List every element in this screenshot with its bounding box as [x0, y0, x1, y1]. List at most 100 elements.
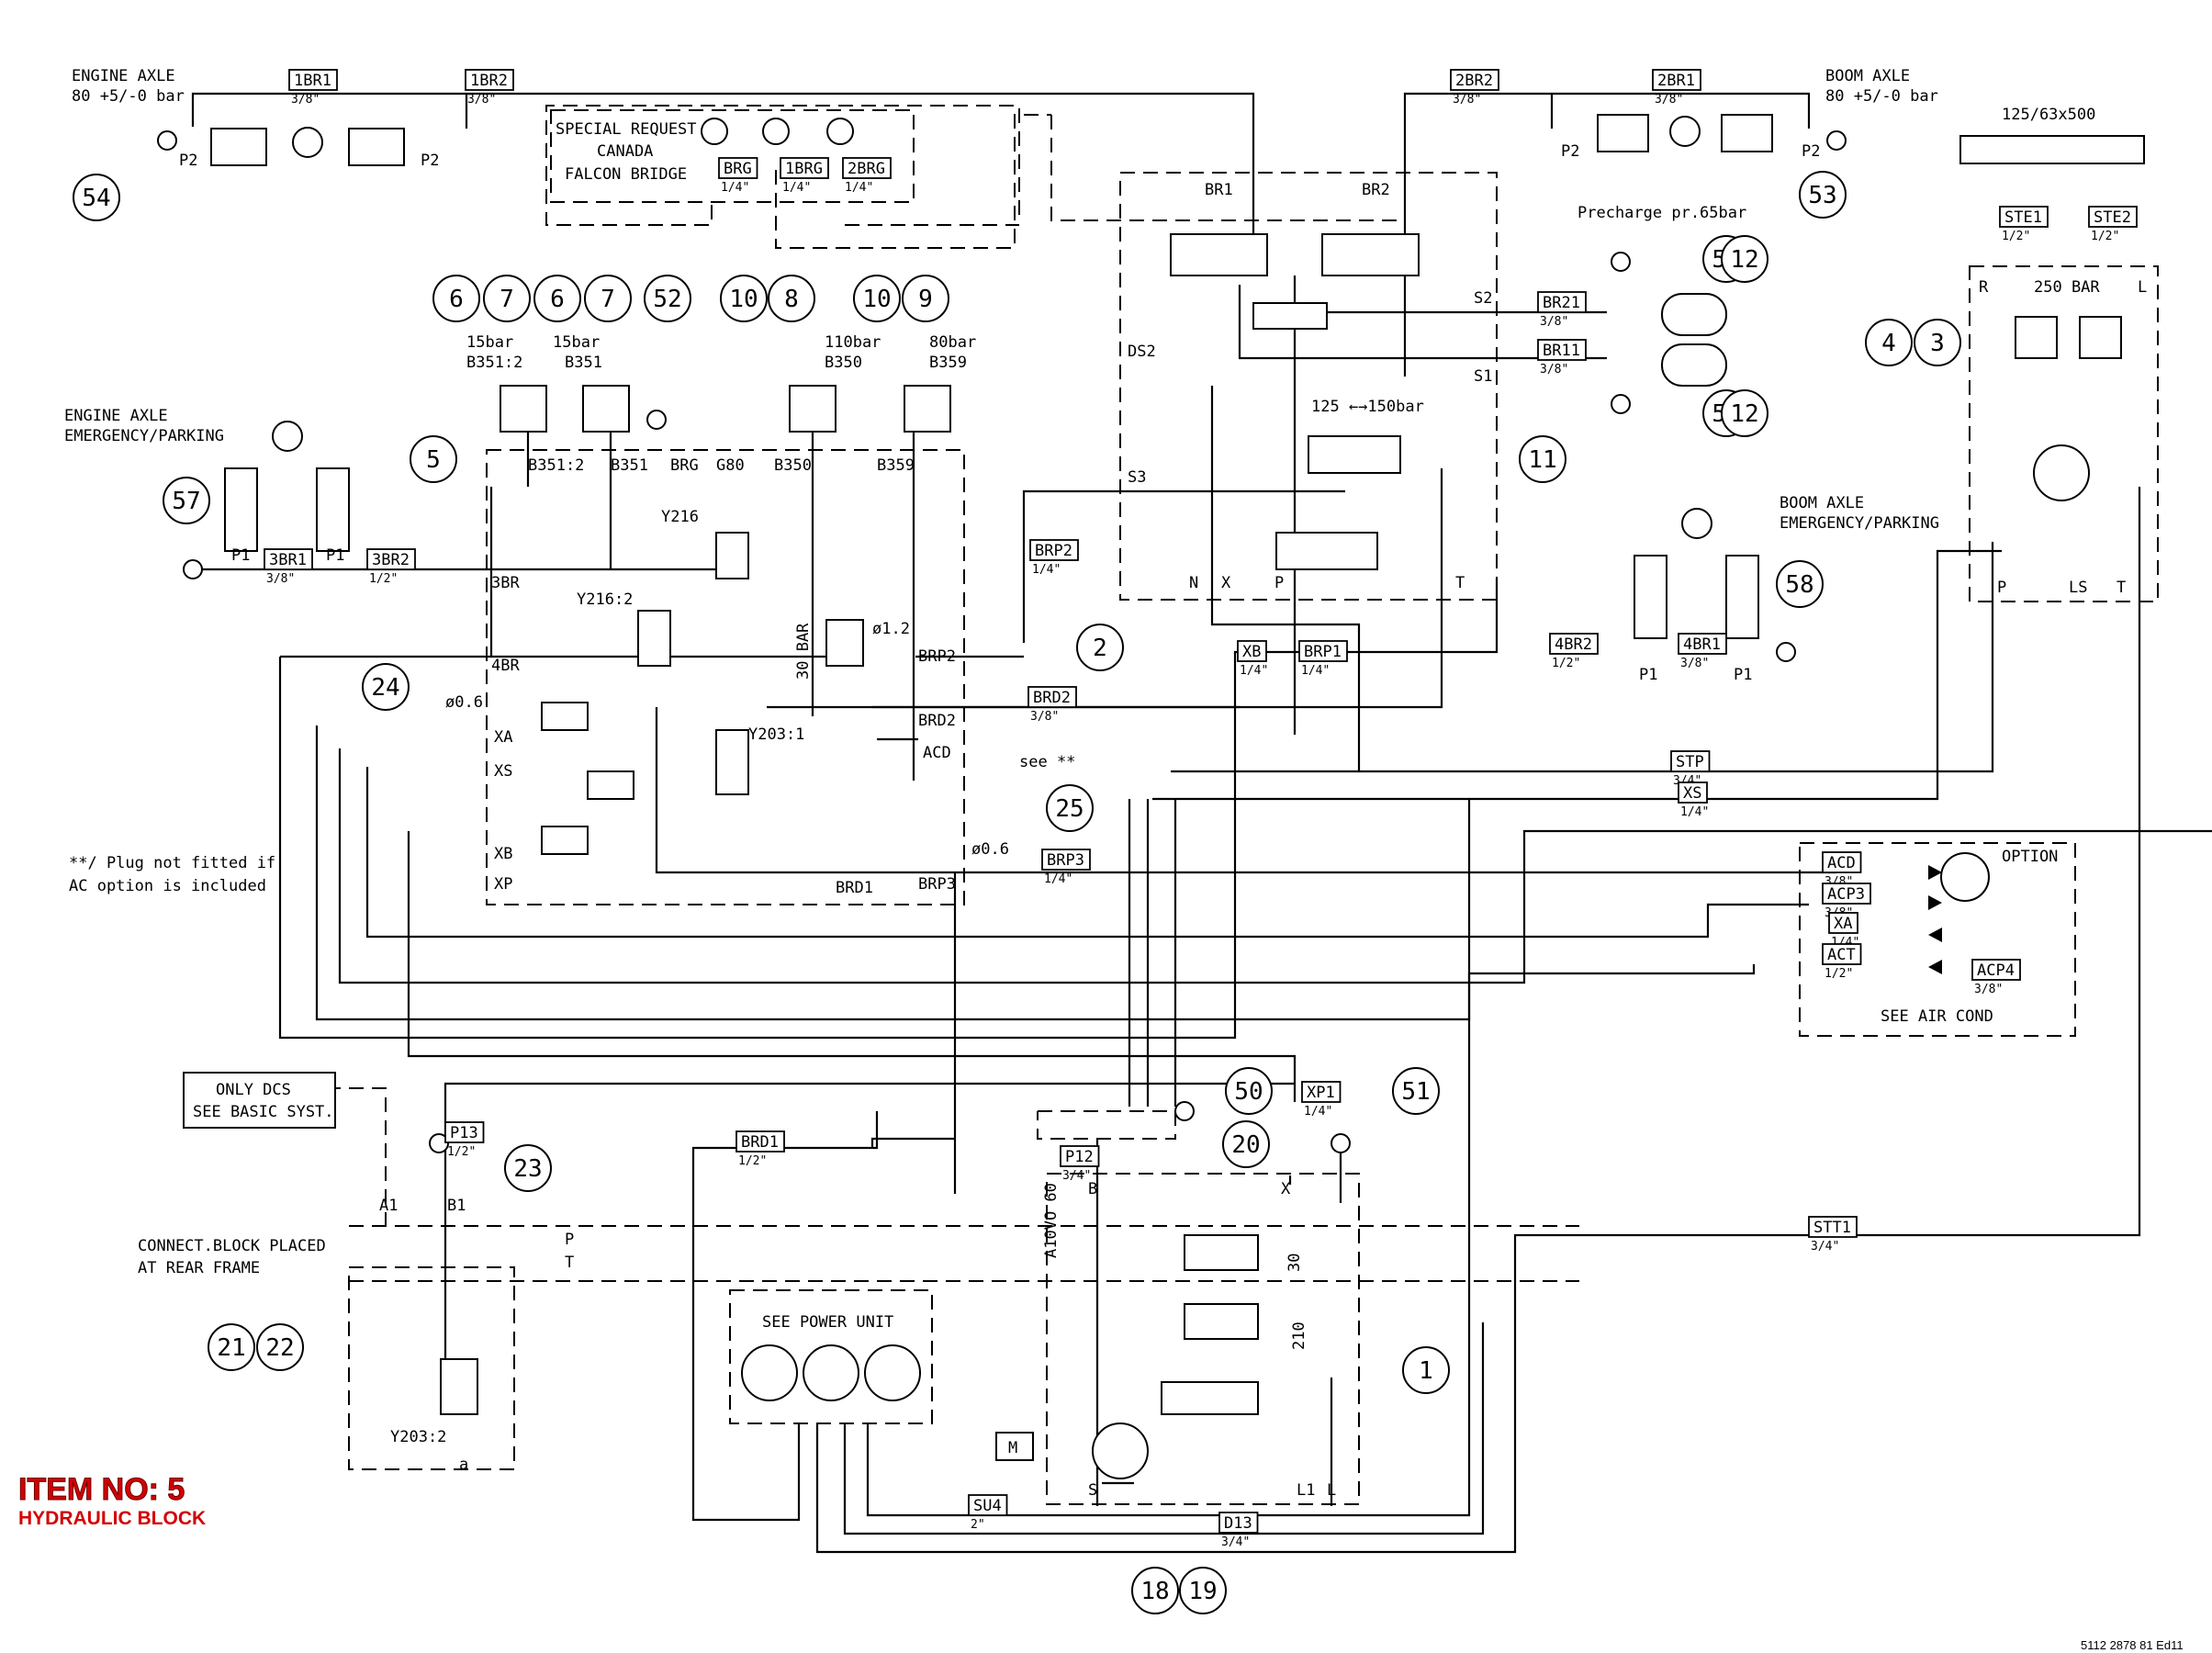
label-y216: Y216	[661, 508, 699, 526]
line-tag-size: 1/2"	[738, 1154, 767, 1168]
line-tags: 1BR13/8"1BR23/8"2BR23/8"2BR13/8"BRG1/4"1…	[264, 69, 2138, 1549]
connect-block-line2: AT REAR FRAME	[138, 1259, 260, 1277]
callout-number: 2	[1093, 635, 1107, 662]
port-brd2: BRD2	[918, 712, 956, 730]
callout-bubble: 52	[644, 275, 691, 322]
line-tag-id: BRP2	[1035, 542, 1072, 560]
only-dcs-line1: ONLY DCS	[216, 1081, 291, 1099]
line-tag-id: 1BRG	[785, 160, 823, 178]
callout-bubble: 12	[1721, 235, 1768, 283]
dashed-boundaries	[326, 105, 2159, 1505]
port-b1: B1	[447, 1197, 466, 1215]
cylinder-size: 125/63x500	[2002, 106, 2095, 124]
callout-bubble: 7	[483, 275, 531, 322]
callout-bubble: 58	[1776, 560, 1824, 608]
port-brd1: BRD1	[836, 879, 873, 897]
port-x: X	[1221, 574, 1231, 592]
line-tag-id: ACP4	[1977, 961, 2015, 980]
orifice-06-b: ø0.6	[971, 840, 1009, 859]
special-request-line2: CANADA	[597, 142, 653, 161]
callout-number: 21	[217, 1334, 245, 1362]
line-tag: D13 3/4"	[1218, 1512, 1259, 1549]
callout-bubble: 9	[902, 275, 949, 322]
line-tag-id: 2BR1	[1657, 72, 1695, 90]
line-tag-size: 2"	[971, 1518, 985, 1532]
special-request-line3: FALCON BRIDGE	[565, 165, 687, 184]
port-xs: XS	[494, 762, 512, 781]
line-tag-size: 1/4"	[782, 181, 811, 195]
callout-number: 52	[653, 286, 681, 313]
port-b350: B350	[774, 456, 812, 475]
only-dcs-line2: SEE BASIC SYST.	[193, 1103, 334, 1121]
orifice-12: ø1.2	[872, 620, 910, 638]
line-tag-size: 1/2"	[2091, 230, 2119, 243]
see-air-cond: SEE AIR COND	[1881, 1007, 1993, 1026]
line-tag-id: BRD2	[1033, 689, 1071, 707]
engine-emergency-line2: EMERGENCY/PARKING	[64, 427, 224, 445]
callout-bubble: 8	[768, 275, 815, 322]
line-tag-size: 3/4"	[1221, 1535, 1250, 1549]
port-p1-d: P1	[1734, 666, 1752, 684]
line-tag-size: 3/8"	[1655, 93, 1683, 107]
connect-block-line1: CONNECT.BLOCK PLACED	[138, 1237, 326, 1255]
plug-note-line2: AC option is included	[69, 877, 266, 895]
pump-model: A10VO 60	[1042, 1183, 1061, 1258]
line-tag-id: D13	[1224, 1514, 1252, 1533]
line-tag: XB1/4"	[1237, 640, 1268, 678]
port-b351-2-top: B351:2	[466, 354, 522, 372]
port-p2-d: P2	[1802, 142, 1820, 161]
line-tag-id: ACP3	[1827, 885, 1865, 904]
port-p1-c: P1	[1639, 666, 1657, 684]
port-l1: L1	[1297, 1481, 1315, 1500]
port-4br: 4BR	[491, 657, 520, 675]
port-p1-a: P1	[231, 546, 250, 565]
callout-number: 1	[1419, 1357, 1433, 1385]
line-tag-id: XB	[1242, 643, 1261, 661]
port-acd: ACD	[923, 744, 951, 762]
port-p2-b: P2	[421, 152, 439, 170]
line-tag-size: 1/2"	[447, 1145, 476, 1159]
port-b-pump: B	[1088, 1180, 1097, 1198]
callout-bubble: 1	[1402, 1346, 1450, 1394]
item-subtitle: HYDRAULIC BLOCK	[18, 1508, 207, 1529]
engine-axle-title: ENGINE AXLE	[72, 67, 175, 85]
line-tag-id: BRG	[724, 160, 752, 178]
orifice-06-a: ø0.6	[445, 693, 483, 712]
line-tag-id: XP1	[1307, 1084, 1335, 1102]
port-a: a	[459, 1456, 468, 1474]
callout-bubble: 21	[208, 1323, 255, 1371]
line-tag-id: 2BR2	[1455, 72, 1493, 90]
port-s1: S1	[1474, 367, 1492, 386]
port-p-connect: P	[565, 1231, 574, 1249]
callout-bubble: 4	[1865, 319, 1913, 366]
port-g80: G80	[716, 456, 745, 475]
line-tag-id: 3BR2	[372, 551, 410, 569]
port-brg: BRG	[670, 456, 699, 475]
boom-axle-pressure: 80 +5/-0 bar	[1825, 87, 1938, 106]
special-request-line1: SPECIAL REQUEST	[556, 120, 697, 139]
callout-number: 53	[1808, 182, 1836, 209]
line-tag-size: 3/8"	[467, 93, 496, 107]
port-t-steer: T	[2117, 579, 2126, 597]
callout-number: 10	[729, 286, 758, 313]
port-x-pump: X	[1281, 1180, 1291, 1198]
port-a1: A1	[379, 1197, 398, 1215]
engine-axle-pressure: 80 +5/-0 bar	[72, 87, 185, 106]
line-tag-id: STT1	[1813, 1219, 1851, 1237]
port-ls: LS	[2069, 579, 2087, 597]
label-y216-2: Y216:2	[577, 590, 633, 609]
port-p: P	[1274, 574, 1284, 592]
valve-210: 210	[1290, 1321, 1308, 1350]
components	[157, 109, 2145, 1479]
callout-bubble: 12	[1721, 389, 1768, 437]
